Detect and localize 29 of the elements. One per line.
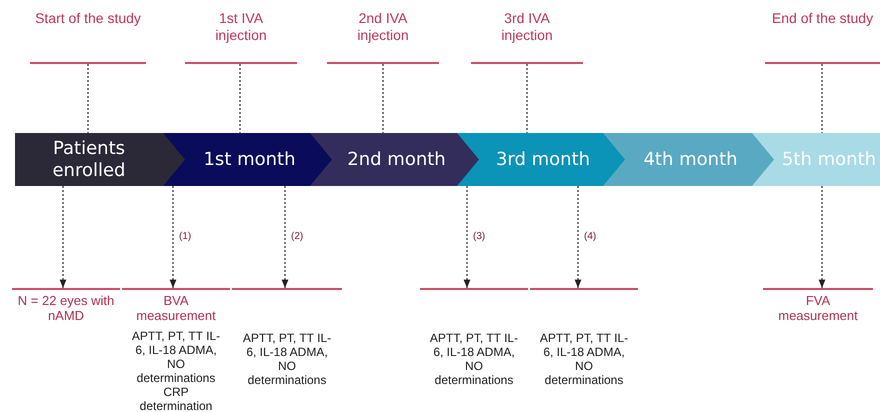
measurement-list: APTT, PT, TT IL-6, IL-18 ADMA, NO determinations [241,331,333,387]
milestone-label: Start of the study [30,10,146,64]
dashed-arrow [818,186,826,288]
outcome-heading: FVA measurement [777,293,859,323]
outcome-label [122,288,230,410]
dashed-line [87,64,89,133]
milestone-label: 2nd IVA injection [327,10,439,64]
dashed-arrow [60,186,66,288]
measurement-list: APTT, PT, TT IL-6, IL-18 ADMA, NO determinations [428,331,520,387]
edge-label: (1) [178,231,192,242]
dashed-line [821,64,823,133]
milestone-label: 1st IVA injection [185,10,297,64]
edge-label: (3) [472,231,486,242]
milestone-label: End of the study [765,10,880,64]
dashed-arrow [464,186,470,288]
dashed-arrow [574,186,582,288]
dashed-line [239,64,241,133]
dashed-line [382,64,384,133]
outcome-heading: BVA measurement [135,293,217,323]
dashed-arrow [170,186,176,288]
edge-label: (4) [583,231,598,242]
dashed-line [526,64,528,133]
edge-label: (2) [290,231,304,242]
chevron-step: 5th month [752,133,880,186]
milestone-label: 3rd IVA injection [471,10,583,64]
dashed-arrow [282,186,288,288]
measurement-list: APTT, PT, TT IL-6, IL-18 ADMA, NO determinations [538,331,630,387]
measurement-list: APTT, PT, TT IL-6, IL-18 ADMA, NO determinations CRP determination [130,329,222,412]
outcome-heading: N = 22 eyes with nAMD [16,293,116,323]
